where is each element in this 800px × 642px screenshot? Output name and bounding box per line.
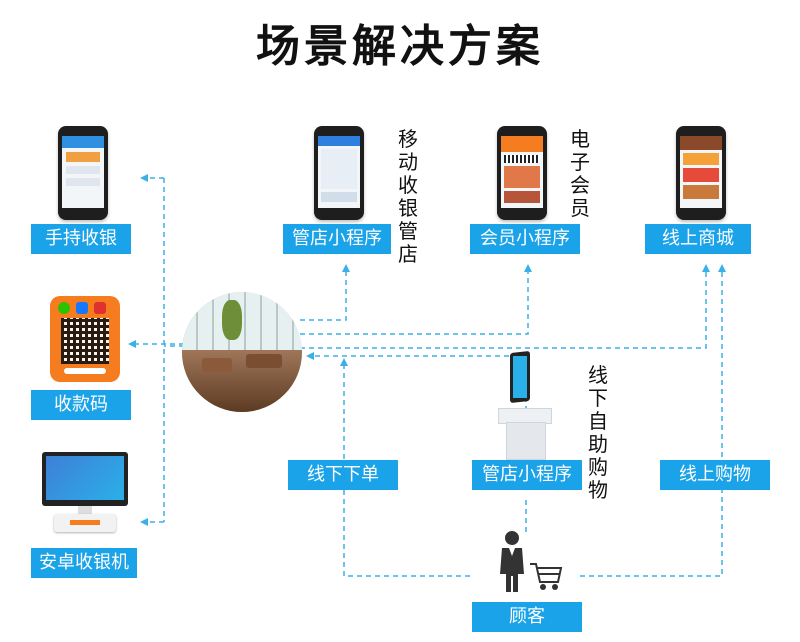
online-shopping-label: 线上购物	[660, 460, 770, 490]
e-member-note: 电子会员	[570, 127, 590, 220]
store-mini-program-label-top: 管店小程序	[283, 224, 391, 254]
handheld-phone-image	[58, 126, 108, 220]
member-mini-phone-image	[497, 126, 547, 220]
android-pos-image	[42, 452, 128, 540]
self-service-kiosk-image	[492, 350, 558, 460]
android-pos-label: 安卓收银机	[31, 548, 137, 578]
qrcode-label: 收款码	[31, 390, 131, 420]
customer-label: 顾客	[472, 602, 582, 632]
customer-shopping-icon	[500, 531, 563, 592]
store-mini-program-label-mid: 管店小程序	[472, 460, 582, 490]
page-title: 场景解决方案	[256, 21, 544, 72]
offline-self-shopping-note: 线下自助购物	[588, 363, 608, 502]
qr-code-image	[61, 318, 109, 364]
member-mini-program-label: 会员小程序	[470, 224, 580, 254]
qrcode-stand-image	[50, 296, 120, 382]
restaurant-photo	[182, 292, 302, 412]
unionpay-icon	[94, 302, 106, 314]
handheld-cashier-label: 手持收银	[31, 224, 131, 254]
mobile-cashier-note: 移动收银管店	[398, 127, 418, 266]
store-mini-phone-image	[314, 126, 364, 220]
stand-brand-logo	[64, 368, 106, 374]
alipay-icon	[76, 302, 88, 314]
offline-order-label: 线下下单	[288, 460, 398, 490]
wechat-pay-icon	[58, 302, 70, 314]
online-mall-phone-image	[676, 126, 726, 220]
online-mall-label: 线上商城	[645, 224, 751, 254]
